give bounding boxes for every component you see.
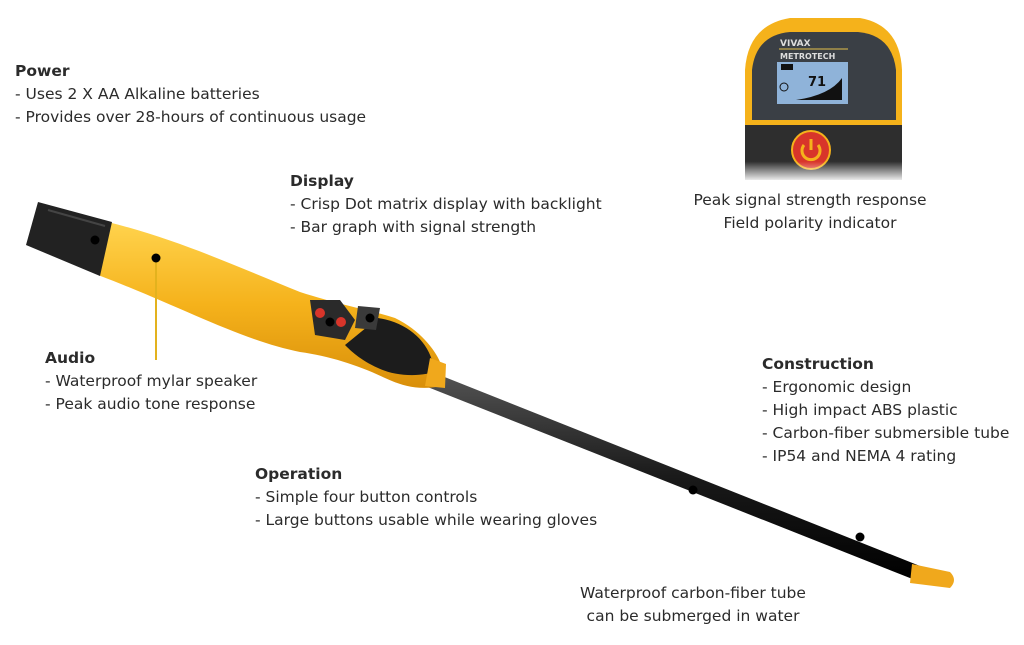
- construction-line: - Carbon-fiber submersible tube: [762, 424, 1010, 442]
- callout-operation: Operation - Simple four button controls …: [255, 463, 597, 532]
- brand-vivax: VIVAX: [780, 39, 811, 49]
- callout-inset: Peak signal strength response Field pola…: [660, 189, 960, 235]
- power-line: - Uses 2 X AA Alkaline batteries: [15, 85, 260, 103]
- construction-line: - IP54 and NEMA 4 rating: [762, 447, 957, 465]
- audio-line: - Peak audio tone response: [45, 395, 256, 413]
- display-line: - Crisp Dot matrix display with backligh…: [290, 195, 602, 213]
- brand-metrotech: METROTECH: [780, 52, 835, 61]
- leader-lines: [90, 128, 865, 580]
- operation-dot: [325, 317, 335, 327]
- display-line: - Bar graph with signal strength: [290, 218, 537, 236]
- signal-value: 71: [808, 75, 826, 90]
- tube-dot: [688, 485, 698, 495]
- operation-line: - Simple four button controls: [255, 488, 478, 506]
- tube-tip-cap: [910, 564, 954, 588]
- audio-line: - Waterproof mylar speaker: [45, 372, 258, 390]
- callout-construction: Construction - Ergonomic design - High i…: [762, 353, 1009, 468]
- operation-title: Operation: [255, 465, 343, 483]
- audio-dot: [151, 253, 161, 263]
- display-dot: [365, 313, 375, 323]
- construction-line: - Ergonomic design: [762, 378, 912, 396]
- audio-title: Audio: [45, 349, 96, 367]
- construction-line: - High impact ABS plastic: [762, 401, 958, 419]
- inset-line: Field polarity indicator: [723, 214, 897, 232]
- power-line: - Provides over 28-hours of continuous u…: [15, 108, 367, 126]
- callout-display: Display - Crisp Dot matrix display with …: [290, 170, 602, 239]
- power-dot: [90, 235, 100, 245]
- callout-audio: Audio - Waterproof mylar speaker - Peak …: [45, 347, 257, 416]
- display-inset: VIVAX METROTECH 71: [745, 18, 905, 182]
- power-title: Power: [15, 62, 70, 80]
- tube-line: Waterproof carbon-fiber tube: [580, 584, 806, 602]
- carbon-fiber-tube: [425, 372, 954, 588]
- callout-tube: Waterproof carbon-fiber tube can be subm…: [543, 582, 843, 628]
- construction-title: Construction: [762, 355, 874, 373]
- construction-dot: [855, 532, 865, 542]
- operation-line: - Large buttons usable while wearing glo…: [255, 511, 598, 529]
- display-title: Display: [290, 172, 354, 190]
- callout-power: Power - Uses 2 X AA Alkaline batteries -…: [15, 60, 366, 129]
- inset-line: Peak signal strength response: [693, 191, 927, 209]
- battery-cap: [26, 202, 112, 276]
- tube-line: can be submerged in water: [586, 607, 800, 625]
